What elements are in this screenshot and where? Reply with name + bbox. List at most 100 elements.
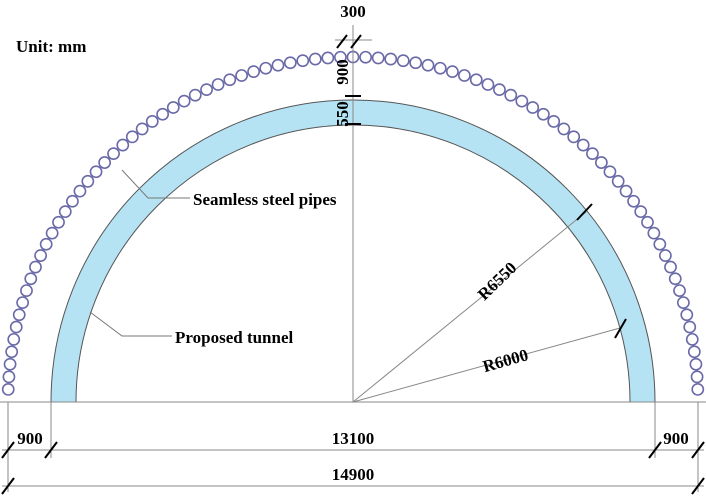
tunnel-label: Proposed tunnel — [175, 328, 294, 347]
steel-pipe — [547, 115, 561, 128]
steel-pipe — [177, 94, 191, 108]
steel-pipe — [536, 107, 550, 121]
total-tick-left — [1, 477, 15, 495]
steel-pipe — [39, 237, 53, 251]
span-tick-3 — [648, 441, 662, 459]
steel-pipe — [24, 272, 38, 286]
steel-pipe — [20, 284, 33, 298]
steel-pipe — [3, 357, 17, 371]
steel-pipe — [145, 115, 159, 128]
steel-pipe — [594, 156, 608, 169]
steel-pipe — [680, 308, 694, 322]
steel-pipe — [685, 332, 699, 346]
outer-radius-label: R6550 — [474, 258, 520, 304]
outer-radius-line — [352, 211, 587, 403]
steel-pipe — [433, 61, 447, 75]
steel-pipe — [481, 78, 495, 91]
total-dim: 14900 — [332, 465, 375, 484]
steel-pipe — [504, 88, 518, 102]
steel-pipe — [89, 165, 103, 179]
steel-pipe — [81, 174, 95, 188]
steel-pipe — [493, 83, 506, 97]
steel-pipe — [586, 147, 599, 161]
steel-pipe — [653, 237, 667, 251]
steel-pipe — [7, 332, 21, 346]
span-tick-4 — [691, 441, 705, 459]
steel-pipe — [619, 184, 633, 198]
steel-pipe — [9, 320, 23, 334]
steel-pipe — [690, 370, 704, 384]
steel-pipe — [689, 357, 703, 371]
steel-pipe — [321, 51, 335, 65]
span-tick-1 — [1, 441, 15, 459]
steel-pipe — [52, 215, 65, 229]
steel-pipe — [211, 78, 225, 91]
pipes-leader — [121, 169, 190, 199]
left-margin-dim: 900 — [17, 429, 43, 448]
unit-label: Unit: mm — [16, 37, 86, 56]
steel-pipe — [333, 50, 347, 64]
steel-pipe — [188, 88, 202, 102]
steel-pipe — [1, 382, 15, 396]
outer-radius-tick — [576, 203, 593, 221]
steel-pipe — [469, 73, 483, 87]
steel-pipe — [156, 107, 170, 121]
pipe-spacing-tick-left — [336, 34, 348, 49]
pipe-spacing-tick-right — [350, 34, 362, 49]
steel-pipe — [576, 138, 590, 152]
steel-pipe — [308, 52, 322, 66]
steel-pipe — [200, 83, 213, 97]
steel-pipe — [647, 226, 661, 240]
steel-pipe — [116, 138, 130, 152]
steel-pipe — [66, 194, 79, 208]
pipe-spacing-dim: 300 — [340, 2, 366, 21]
lining-thickness-dim: 550 — [333, 101, 352, 127]
total-tick-right — [691, 477, 705, 495]
pipes-label: Seamless steel pipes — [193, 190, 337, 209]
steel-pipe — [12, 308, 26, 322]
steel-pipe — [557, 122, 571, 136]
steel-pipe — [371, 51, 385, 65]
steel-pipe — [16, 296, 30, 310]
steel-pipe — [58, 205, 72, 219]
steel-pipe — [2, 370, 16, 384]
steel-pipe — [683, 320, 697, 334]
steel-pipe — [611, 174, 625, 188]
pipe-offset-dim: 900 — [333, 59, 352, 85]
steel-pipe — [627, 194, 640, 208]
steel-pipe — [107, 147, 120, 161]
steel-pipe — [247, 65, 261, 79]
steel-pipe — [135, 122, 149, 136]
steel-pipe — [409, 56, 423, 70]
inner-radius-tick — [614, 318, 627, 339]
steel-pipe — [223, 73, 237, 87]
tunnel-leader — [89, 311, 172, 337]
right-margin-dim: 900 — [663, 429, 689, 448]
span-dim: 13100 — [332, 429, 375, 448]
steel-pipe — [445, 65, 459, 79]
steel-pipe — [634, 205, 648, 219]
steel-pipe — [296, 54, 310, 68]
steel-pipe — [526, 101, 540, 114]
steel-pipe — [687, 345, 701, 359]
steel-pipe — [664, 260, 677, 274]
steel-pipe — [29, 260, 42, 274]
steel-pipe — [691, 382, 705, 396]
steel-pipe — [641, 215, 654, 229]
inner-radius-line — [352, 327, 621, 403]
span-tick-2 — [44, 441, 58, 459]
steel-pipe — [603, 165, 617, 179]
steel-pipe — [259, 61, 273, 75]
steel-pipe — [125, 130, 139, 144]
steel-pipe — [384, 52, 398, 66]
steel-pipe — [668, 272, 682, 286]
steel-pipe — [676, 296, 690, 310]
steel-pipe — [73, 184, 87, 198]
steel-pipe — [515, 94, 529, 108]
steel-pipe — [283, 56, 297, 70]
steel-pipe — [658, 249, 672, 262]
steel-pipe — [166, 101, 180, 114]
inner-radius-label: R6000 — [481, 345, 531, 376]
